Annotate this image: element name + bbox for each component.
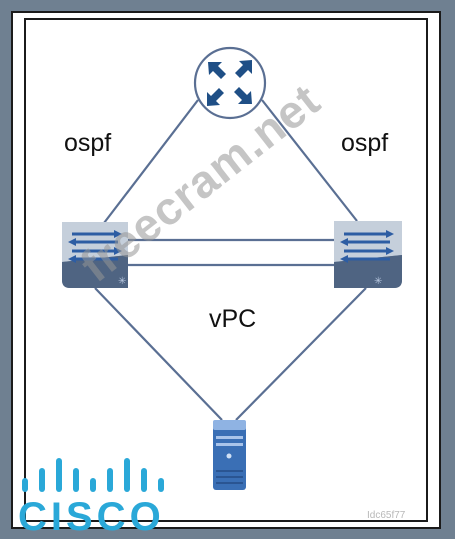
- cisco-logo-icon: [22, 458, 164, 492]
- vpc-label: vPC: [209, 305, 257, 333]
- router-icon: [193, 46, 267, 120]
- svg-text:✳: ✳: [374, 276, 382, 287]
- image-id-text: Idc65f77: [367, 510, 406, 521]
- server-icon: [213, 420, 246, 490]
- left-link-label: ospf: [64, 129, 112, 157]
- switch-icon: ✳: [334, 221, 402, 288]
- svg-text:✳: ✳: [118, 276, 126, 287]
- link-left-switch-server: [94, 287, 223, 421]
- right-link-label: ospf: [341, 129, 389, 157]
- link-router-right-switch: [261, 99, 358, 222]
- link-router-left-switch: [103, 99, 199, 224]
- switch-icon: ✳: [62, 222, 128, 288]
- links: [94, 99, 367, 421]
- diagram-border: [24, 18, 428, 522]
- cisco-logo-word: CISCO: [18, 495, 165, 539]
- link-right-switch-server: [235, 287, 367, 421]
